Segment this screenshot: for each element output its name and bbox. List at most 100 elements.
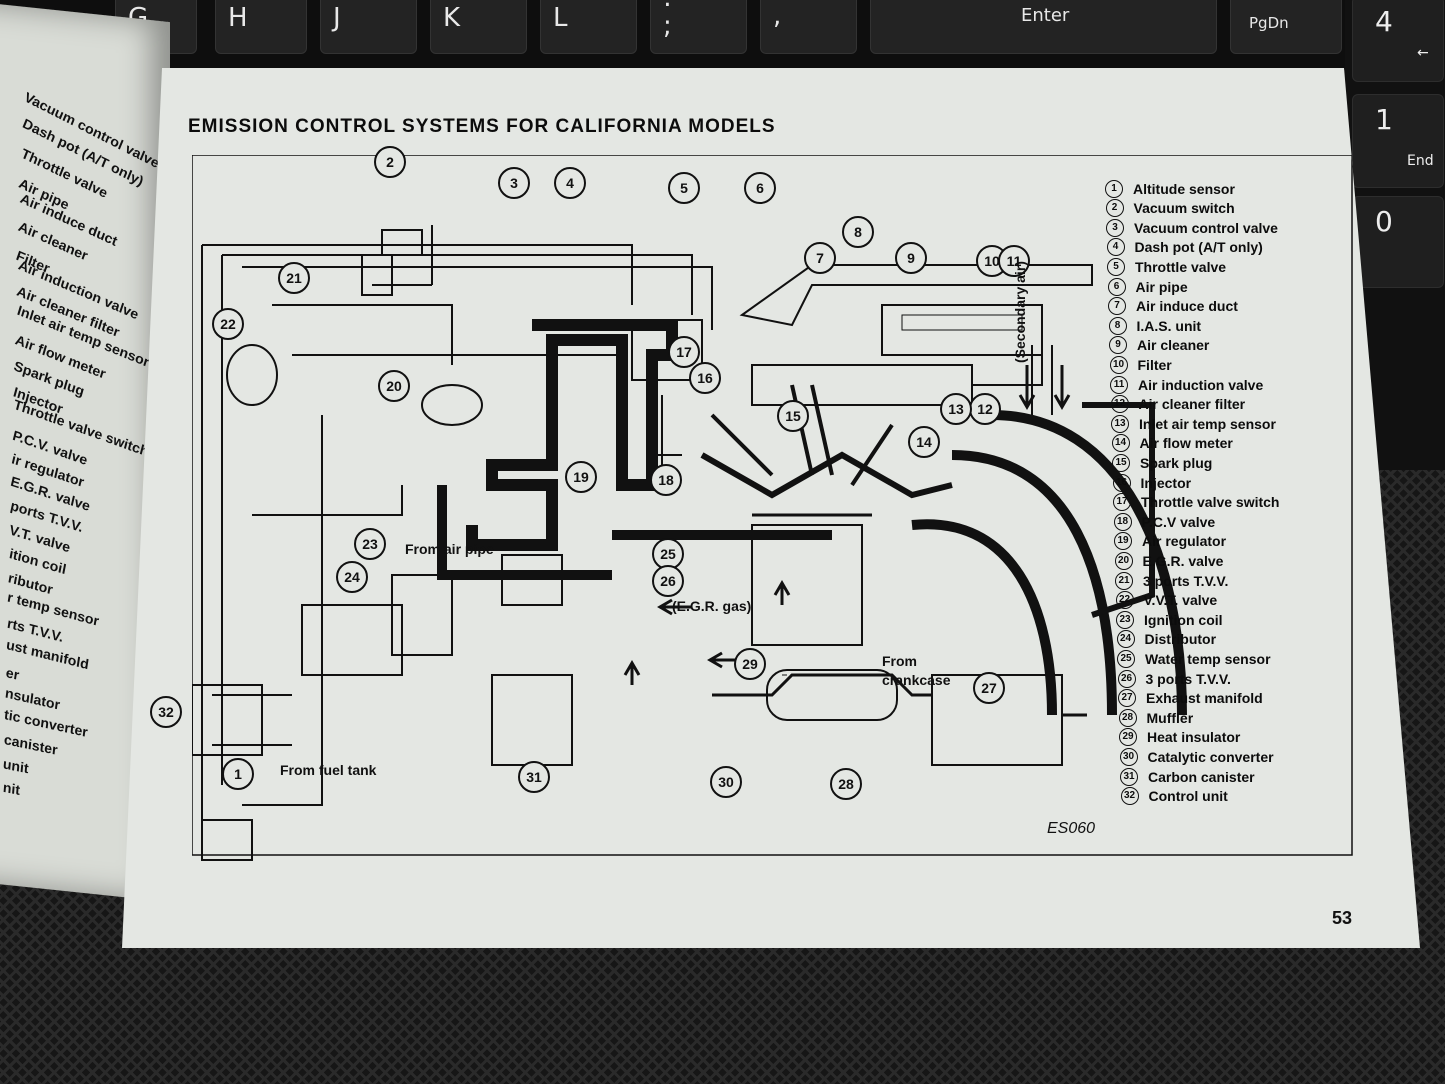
numpad-key-sub: End (1407, 153, 1434, 169)
legend-label: Air cleaner filter (1138, 396, 1246, 413)
callout-13: 13 (940, 393, 972, 425)
callout-number: 2 (386, 154, 394, 170)
callout-29: 29 (734, 648, 766, 680)
legend-label: Vacuum switch (1133, 200, 1235, 217)
callout-9: 9 (895, 242, 927, 274)
carbon-canister-body (491, 674, 573, 766)
legend-number: 19 (1114, 532, 1132, 551)
callout-number: 25 (660, 546, 676, 562)
key-label: H (228, 3, 248, 33)
legend-number: 15 (1112, 453, 1130, 472)
callout-15: 15 (777, 400, 809, 432)
legend-label: Carbon canister (1148, 768, 1255, 785)
callout-number: 14 (916, 434, 932, 450)
callout-8: 8 (842, 216, 874, 248)
callout-12: 12 (969, 393, 1001, 425)
legend-number: 20 (1114, 551, 1133, 570)
legend-label: Air pipe (1135, 278, 1188, 295)
manual-page: EMISSION CONTROL SYSTEMS FOR CALIFORNIA … (122, 68, 1420, 948)
legend-number: 14 (1111, 434, 1130, 453)
wire (212, 694, 292, 746)
legend-number: 18 (1113, 512, 1132, 531)
legend-number: 32 (1120, 787, 1139, 806)
legend-label: Spark plug (1140, 454, 1213, 471)
exhaust-manifold (951, 450, 1117, 716)
legend-number: 16 (1112, 473, 1131, 492)
legend-number: 1 (1105, 179, 1123, 198)
legend-number: 24 (1116, 630, 1135, 649)
water-temp-sensor-body (501, 554, 563, 606)
egr-valve-body (421, 384, 483, 426)
callout-20: 20 (378, 370, 410, 402)
cylinder (751, 524, 863, 646)
key-l[interactable]: L (540, 0, 637, 54)
page-title: EMISSION CONTROL SYSTEMS FOR CALIFORNIA … (188, 116, 776, 137)
key-label-lower: ; (663, 11, 672, 41)
key-pgdn[interactable]: PgDn (1230, 0, 1342, 54)
key-h[interactable]: H (215, 0, 307, 54)
callout-4: 4 (554, 167, 586, 199)
callout-number: 3 (510, 175, 518, 191)
legend-label: Ignition coil (1144, 611, 1223, 628)
down-arrow-icon (1018, 365, 1036, 410)
legend-item: 15 Spark plug (1112, 452, 1212, 473)
exhaust-manifold (991, 410, 1187, 716)
key-label-lower: , (773, 1, 782, 31)
legend-label: Water temp sensor (1145, 650, 1271, 667)
legend-number: 28 (1118, 708, 1137, 727)
key-enter[interactable]: Enter (870, 0, 1217, 54)
emission-diagram (192, 155, 1353, 861)
callout-6: 6 (744, 172, 776, 204)
legend-label: Dash pot (A/T only) (1134, 239, 1263, 256)
callout-3: 3 (498, 167, 530, 199)
annotation-egr-gas: (E.G.R. gas) (672, 598, 752, 614)
numpad-key-0[interactable]: 0 (1352, 196, 1444, 288)
numpad-key-4[interactable]: 4← (1352, 0, 1444, 82)
key-quote[interactable]: ", (760, 0, 857, 54)
callout-number: 19 (573, 469, 589, 485)
legend-item: 23 Ignition coil (1116, 609, 1223, 630)
callout-7: 7 (804, 242, 836, 274)
key-k[interactable]: K (430, 0, 527, 54)
legend-label: Throttle valve switch (1141, 494, 1280, 511)
vacuum-hose (242, 266, 713, 330)
throttle-valve-shaft (647, 395, 682, 465)
legend-number: 26 (1117, 669, 1136, 688)
legend-label: Air flow meter (1139, 435, 1233, 452)
key-j[interactable]: J (320, 0, 417, 54)
air-cleaner-body (881, 304, 1043, 356)
numpad-key-number: 0 (1375, 205, 1393, 238)
callout-17: 17 (668, 336, 700, 368)
legend-number: 12 (1110, 395, 1129, 414)
left-page-item: canister (3, 731, 59, 758)
legend-number: 29 (1119, 728, 1137, 747)
callout-number: 21 (286, 270, 302, 286)
callout-number: 9 (907, 250, 915, 266)
legend-label: Vacuum control valve (1134, 219, 1278, 236)
legend-number: 4 (1106, 238, 1125, 257)
air-pipe (739, 264, 1093, 327)
vacuum-hose (242, 415, 323, 806)
keyboard: G H J K L :; ", Enter PgDn (0, 0, 1445, 70)
key-semicolon[interactable]: :; (650, 0, 747, 54)
legend-label: P.C.V valve (1141, 513, 1216, 530)
numpad-key-number: 4 (1375, 5, 1393, 38)
legend-number: 9 (1109, 336, 1127, 355)
annotation-secondary-air: (Secondary air) (1012, 261, 1028, 363)
callout-5: 5 (668, 172, 700, 204)
annotation-from-crankcase-line2: crankcase (882, 672, 951, 688)
callout-number: 18 (658, 472, 674, 488)
key-label: J (333, 3, 341, 33)
injectors (710, 384, 894, 487)
up-arrow-icon (623, 660, 641, 685)
callout-30: 30 (710, 766, 742, 798)
legend-number: 23 (1116, 610, 1134, 629)
control-unit-box (192, 684, 263, 756)
